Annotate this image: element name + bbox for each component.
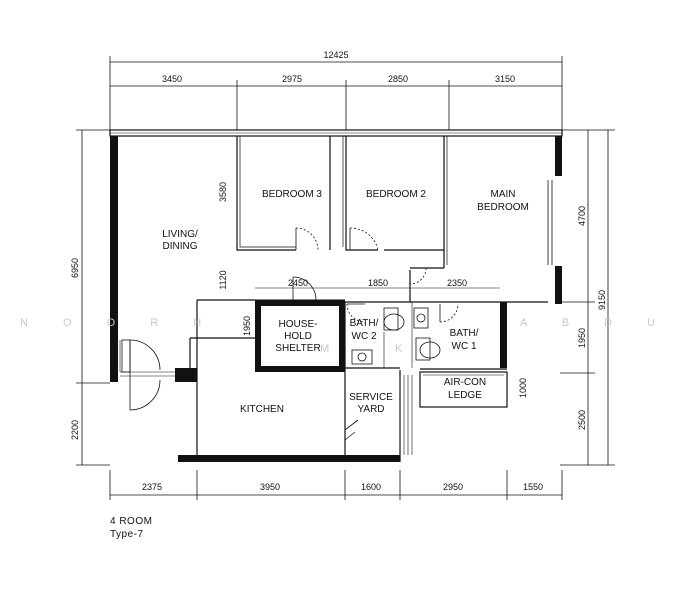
- dimension-lines-bottom: [109, 470, 563, 500]
- label-living-2: DINING: [163, 241, 198, 252]
- dim-bedroom-height: 3580: [218, 182, 228, 202]
- watermark-right: A B D U L: [520, 317, 683, 329]
- dim-left-2: 2200: [70, 420, 80, 440]
- dim-corr-2350: 2350: [447, 278, 467, 288]
- dim-bottom-3: 1600: [361, 482, 381, 492]
- label-shelter-3: SHELTER: [275, 343, 320, 354]
- dim-shelter-height: 1950: [242, 316, 252, 336]
- dim-right-2: 1950: [577, 328, 587, 348]
- dim-bottom-2: 3950: [260, 482, 280, 492]
- dim-bottom-1: 2375: [142, 482, 162, 492]
- label-living-1: LIVING/: [162, 229, 198, 240]
- dim-top-4: 3150: [495, 74, 515, 84]
- dim-aircon-depth: 1000: [518, 378, 528, 398]
- bathroom-fixtures: [351, 302, 441, 368]
- label-shelter-2: HOLD: [284, 331, 312, 342]
- dim-corr-2450: 2450: [288, 278, 308, 288]
- dim-top-3: 2850: [388, 74, 408, 84]
- label-service-yard-2: YARD: [357, 404, 384, 415]
- watermark-mid-1: M: [320, 343, 345, 355]
- walls: [109, 129, 563, 462]
- caption-type-name: 4 ROOM: [110, 516, 153, 527]
- label-bath2-2: WC 2: [352, 331, 377, 342]
- label-shelter-1: HOUSE-: [279, 319, 318, 330]
- label-service-yard-1: SERVICE: [349, 392, 393, 403]
- dim-right-3: 2500: [577, 410, 587, 430]
- dim-corr-1850: 1850: [368, 278, 388, 288]
- label-bath1-1: BATH/: [450, 328, 479, 339]
- label-bath2-1: BATH/: [350, 318, 379, 329]
- dimension-lines-right: [560, 129, 615, 466]
- label-aircon-2: LEDGE: [448, 390, 482, 401]
- dimension-lines-top: [109, 56, 563, 130]
- door-swings: [121, 227, 459, 441]
- dim-bottom-4: 2950: [443, 482, 463, 492]
- dim-right-1: 4700: [577, 206, 587, 226]
- watermark-mid-2: K: [395, 343, 418, 355]
- label-main-bedroom-2: BEDROOM: [477, 202, 529, 213]
- dimension-lines-left: [76, 129, 110, 466]
- watermark-left: N O O R H: [20, 317, 217, 329]
- label-bedroom-3: BEDROOM 3: [262, 189, 322, 200]
- dim-left-1: 6950: [70, 258, 80, 278]
- label-aircon-1: AIR-CON: [444, 377, 486, 388]
- dim-overall-height: 9150: [597, 290, 607, 310]
- dim-bottom-5: 1550: [523, 482, 543, 492]
- label-main-bedroom-1: MAIN: [491, 189, 516, 200]
- dim-top-1: 3450: [162, 74, 182, 84]
- label-kitchen: KITCHEN: [240, 404, 284, 415]
- dim-overall-width: 12425: [323, 50, 348, 60]
- caption-type-code: Type-7: [110, 529, 144, 540]
- label-bath1-2: WC 1: [452, 341, 477, 352]
- label-bedroom-2: BEDROOM 2: [366, 189, 426, 200]
- structural-walls: [110, 136, 562, 462]
- dim-corridor-height: 1120: [218, 270, 228, 289]
- dim-top-2: 2975: [282, 74, 302, 84]
